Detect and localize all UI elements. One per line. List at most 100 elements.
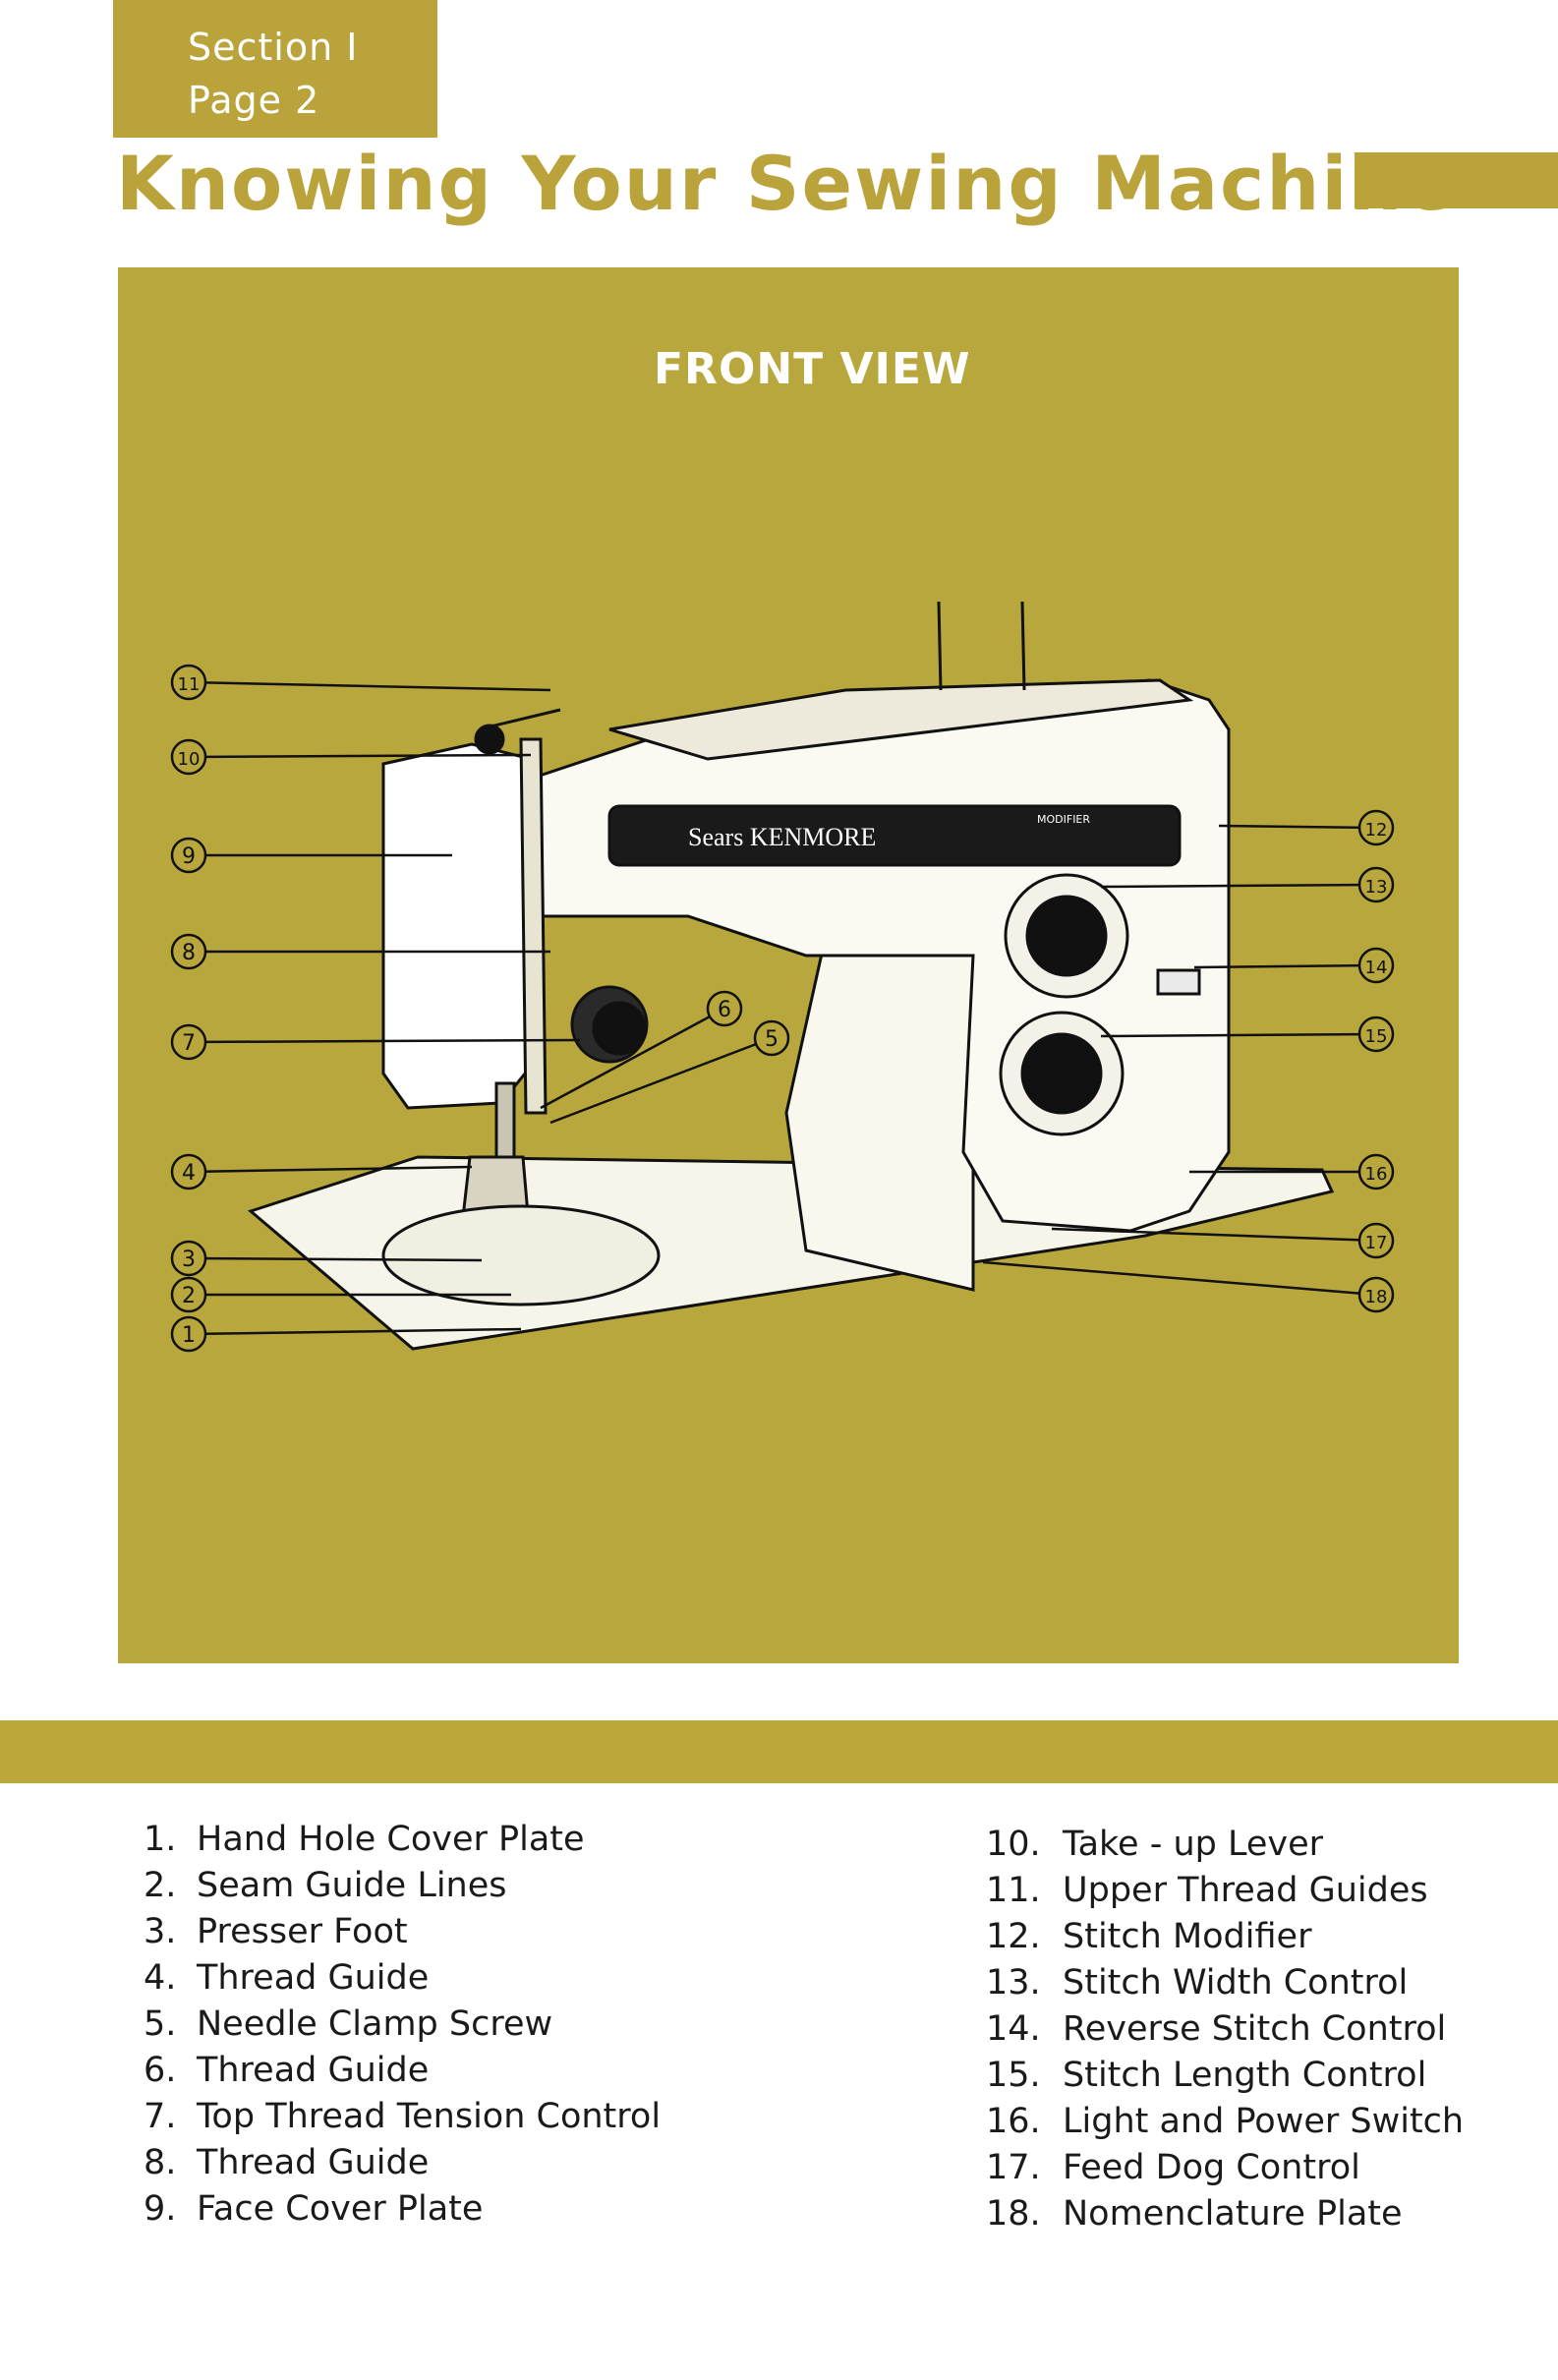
needle-bar: [494, 1081, 516, 1164]
part-number: 16.: [986, 2102, 1041, 2141]
part-item: 3.Presser Foot: [144, 1909, 661, 1955]
brand-text: Sears KENMORE: [688, 823, 876, 851]
callout-leader-line: [1100, 1032, 1377, 1038]
callout-circle: [170, 1276, 207, 1313]
callout-leader-line: [1051, 1227, 1377, 1243]
callout-circle: [753, 1019, 790, 1057]
callout-number: 17: [1365, 1233, 1388, 1253]
callout-number: 1: [182, 1323, 196, 1348]
reverse-stitch-button: [1156, 968, 1201, 996]
part-name: Thread Guide: [197, 2051, 430, 2090]
front-view-caption: FRONT VIEW: [654, 344, 971, 394]
callout-circle: [170, 1023, 207, 1061]
part-number: 18.: [986, 2194, 1041, 2234]
part-name: Thread Guide: [197, 1958, 430, 1998]
part-number: 4.: [144, 1958, 177, 1998]
callout-leader-line: [188, 753, 532, 759]
callout-leader-line: [982, 1260, 1377, 1297]
part-number: 7.: [144, 2097, 177, 2136]
callout-circle: [1357, 947, 1395, 984]
callout-leader-line: [188, 1256, 483, 1262]
callout-leader-line: [1100, 883, 1377, 889]
callout-number: 4: [182, 1161, 196, 1186]
part-number: 8.: [144, 2143, 177, 2182]
part-item: 15. Stitch Length Control: [986, 2053, 1464, 2099]
callout-circle: [170, 837, 207, 874]
top-cover: [608, 678, 1194, 761]
callout-circle: [170, 664, 207, 701]
part-item: 5. Needle Clamp Screw: [144, 2002, 661, 2048]
part-number: 5.: [144, 2004, 177, 2044]
callout-number: 3: [182, 1248, 196, 1272]
spool-pin: [1020, 601, 1026, 691]
part-name: Light and Power Switch: [1063, 2102, 1465, 2141]
part-number: 6.: [144, 2051, 177, 2090]
section-label: Section I: [188, 26, 359, 69]
callout-leader-line: [188, 680, 551, 692]
callout-leader-line: [1193, 963, 1377, 969]
part-number: 3.: [144, 1912, 177, 1951]
callout-leader-line: [1218, 824, 1377, 830]
callout-number: 18: [1365, 1287, 1388, 1307]
hand-hole-cover-plate: [381, 1204, 661, 1306]
callout-leader-line: [188, 1038, 581, 1044]
part-number: 14.: [986, 2009, 1041, 2049]
bottom-band: [0, 1720, 1558, 1783]
part-item: 6. Thread Guide: [144, 2048, 661, 2094]
part-item: 9.Face Cover Plate: [144, 2186, 661, 2233]
callout-number: 8: [182, 941, 196, 965]
part-name: Needle Clamp Screw: [197, 2004, 553, 2044]
part-item: 18.Nomenclature Plate: [986, 2191, 1464, 2237]
part-name: Thread Guide: [197, 2143, 430, 2182]
section-tab: Section I Page 2: [113, 0, 437, 138]
part-number: 1.: [144, 1820, 177, 1859]
part-number: 2.: [144, 1866, 177, 1905]
callout-number: 9: [182, 844, 196, 869]
callout-circle: [170, 1153, 207, 1190]
part-number: 10.: [986, 1825, 1041, 1864]
part-item: 1.Hand Hole Cover Plate: [144, 1817, 661, 1863]
callout-number: 16: [1365, 1164, 1388, 1185]
nomenclature-plate: [607, 804, 1182, 867]
callout-circle: [1357, 866, 1395, 903]
part-item: 12.Stitch Modifier: [986, 1914, 1464, 1960]
part-name: Upper Thread Guides: [1063, 1871, 1428, 1910]
page-title: Knowing Your Sewing Machine: [116, 140, 1458, 227]
part-number: 12.: [986, 1917, 1041, 1956]
leader-lines: [188, 680, 1377, 1336]
title-rule: [1355, 152, 1558, 208]
part-number: 15.: [986, 2056, 1041, 2095]
callout-circle: [1357, 1153, 1395, 1190]
callout-circle: [1357, 1222, 1395, 1259]
part-item: 8. Thread Guide: [144, 2140, 661, 2186]
callout-circle: [170, 1315, 207, 1353]
machine-drawing: [247, 601, 1335, 1351]
callout-leader-line: [549, 1036, 773, 1125]
sewing-machine-illustration: Sears KENMORE MODIFIER 12345678910111213…: [170, 601, 1395, 1353]
part-name: Stitch Width Control: [1063, 1963, 1409, 2003]
callout-circle: [170, 933, 207, 970]
part-number: 13.: [986, 1963, 1041, 2003]
illustration-panel: [118, 267, 1459, 1663]
callout-circle: [1357, 809, 1395, 846]
part-item: 11.Upper Thread Guides: [986, 1868, 1464, 1914]
callout-circle: [170, 1240, 207, 1277]
part-item: 2.Seam Guide Lines: [144, 1863, 661, 1909]
part-name: Stitch Length Control: [1063, 2056, 1427, 2095]
part-number: 17.: [986, 2148, 1041, 2187]
part-name: Take - up Lever: [1063, 1825, 1324, 1864]
callout-number: 6: [718, 998, 731, 1022]
callout-leader-line: [188, 1327, 522, 1336]
part-name: Top Thread Tension Control: [197, 2097, 662, 2136]
part-item: 13. Stitch Width Control: [986, 1960, 1464, 2006]
part-name: Reverse Stitch Control: [1063, 2009, 1447, 2049]
parts-list-right: 10. Take - up Lever 11.Upper Thread Guides…: [986, 1822, 1464, 2237]
face-cover-plate: [381, 742, 543, 1110]
page-label: Page 2: [188, 79, 320, 122]
machine-arm-column: [784, 934, 975, 1292]
part-item: 10. Take - up Lever: [986, 1822, 1464, 1868]
callout-number: 14: [1365, 958, 1388, 978]
callout-number: 7: [182, 1031, 196, 1056]
